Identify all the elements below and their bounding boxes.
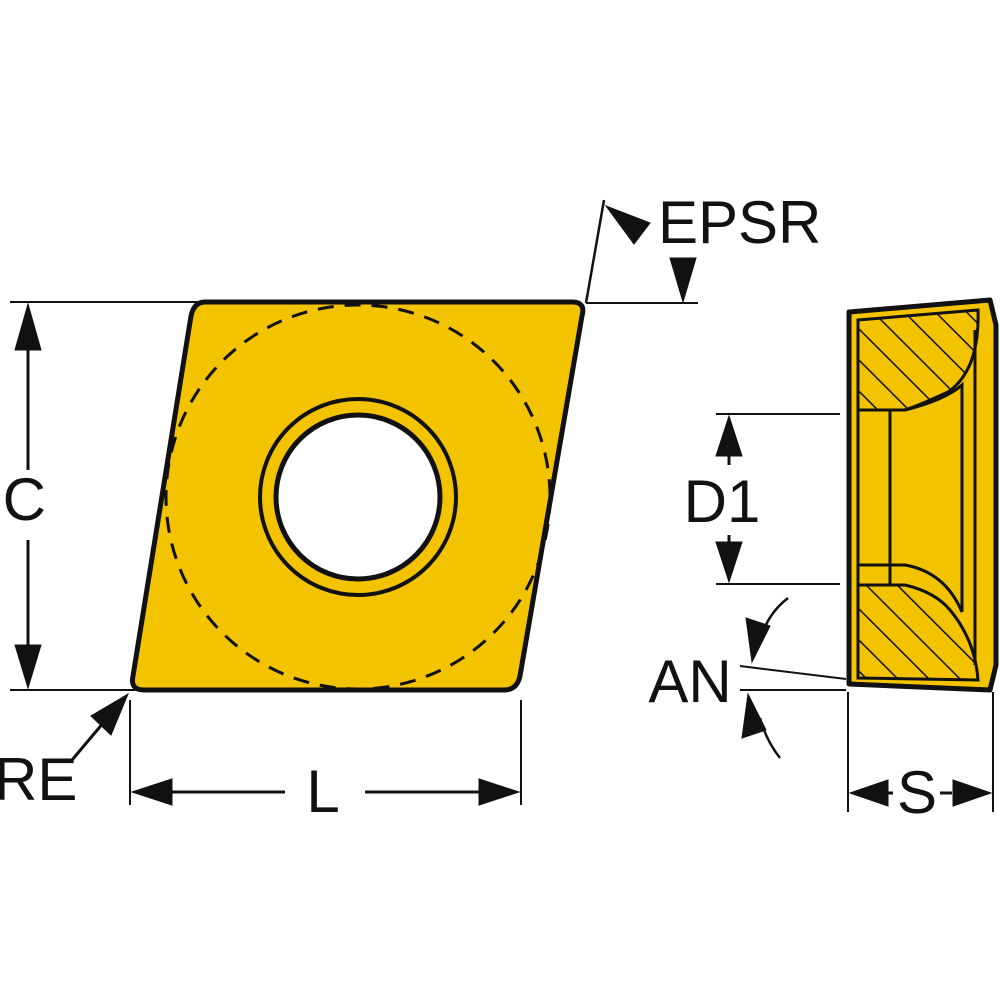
epsr-dimension xyxy=(584,199,698,304)
ic-label: IC xyxy=(0,466,46,533)
an-reference-line-upper xyxy=(739,665,847,680)
bore-chamfer-bottom xyxy=(858,563,964,613)
ic-arrow-bottom xyxy=(14,644,42,690)
s-arrow-left xyxy=(848,779,889,807)
d1-dimension xyxy=(715,413,840,585)
epsr-arrow-lower xyxy=(669,257,697,304)
bore-chamfer-top xyxy=(904,381,964,612)
an-label: AN xyxy=(648,648,731,715)
ic-arrow-top xyxy=(14,302,42,351)
d1-arrow-bottom xyxy=(715,541,743,584)
re-leader xyxy=(70,721,106,761)
lower-hatched-section xyxy=(856,583,980,682)
l-arrow-left xyxy=(130,778,173,806)
insert-top-view xyxy=(130,299,586,693)
re-dimension xyxy=(70,692,130,761)
re-label: RE xyxy=(0,746,77,813)
inscribed-circle-dashed xyxy=(164,303,552,691)
epsr-label: EPSR xyxy=(658,189,821,256)
epsr-leader xyxy=(584,199,606,304)
ic-dimension xyxy=(0,301,200,691)
insert-side-view xyxy=(846,297,999,693)
center-hole xyxy=(273,412,443,582)
an-dimension xyxy=(739,597,847,759)
an-arrow-upper xyxy=(745,617,771,664)
l-dimension xyxy=(129,700,522,806)
s-arrow-right xyxy=(952,779,993,807)
epsr-arrow-upper xyxy=(604,204,651,245)
s-dimension xyxy=(847,692,994,812)
l-label: L xyxy=(306,758,339,825)
an-arrow-lower xyxy=(741,692,767,739)
l-arrow-right xyxy=(478,778,521,806)
d1-arrow-top xyxy=(715,414,743,457)
s-label: S xyxy=(897,759,937,826)
re-arrow xyxy=(90,692,130,736)
d1-label: D1 xyxy=(684,468,761,535)
